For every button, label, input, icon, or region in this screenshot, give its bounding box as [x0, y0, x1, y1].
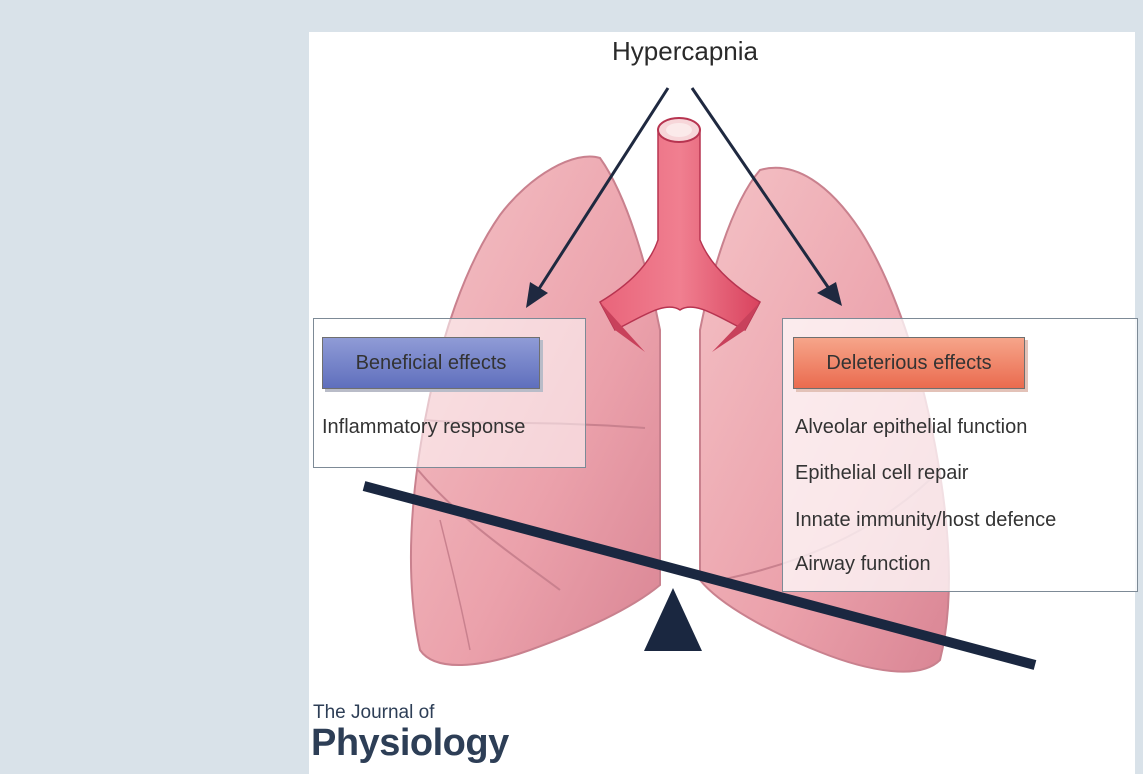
beneficial-item: Inflammatory response — [322, 416, 525, 439]
hypercapnia-title: Hypercapnia — [560, 36, 810, 67]
deleterious-item: Alveolar epithelial function — [795, 416, 1027, 439]
journal-logo-line1: The Journal of — [313, 702, 434, 724]
deleterious-item: Airway function — [795, 553, 931, 576]
fulcrum — [644, 588, 702, 651]
deleterious-item: Innate immunity/host defence — [795, 509, 1056, 532]
beneficial-effects-label: Beneficial effects — [322, 337, 540, 389]
deleterious-effects-label: Deleterious effects — [793, 337, 1025, 389]
deleterious-item: Epithelial cell repair — [795, 462, 968, 485]
journal-logo-line2: Physiology — [311, 722, 509, 765]
